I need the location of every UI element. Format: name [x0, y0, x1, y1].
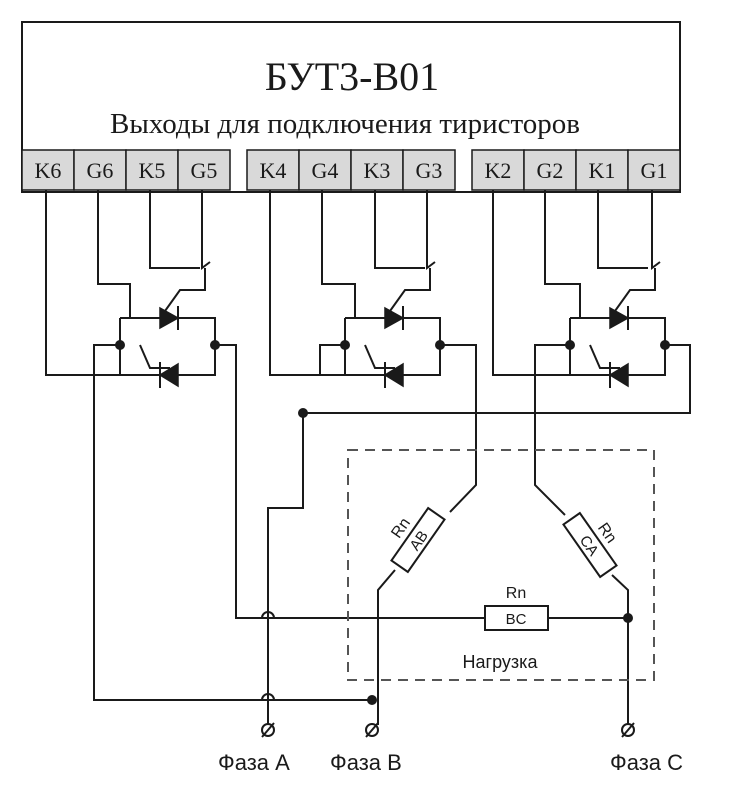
terminal-g1	[627, 149, 681, 191]
thyristor-4-icon	[383, 362, 404, 388]
junction-dots	[115, 340, 670, 705]
terminal-label-k2: K2	[485, 158, 512, 183]
unit-title: БУТ3-В01	[265, 54, 439, 99]
terminal-label-g5: G5	[191, 158, 218, 183]
resistor-ca: CA Rn	[562, 511, 620, 579]
terminal-k6	[21, 149, 75, 191]
terminal-k1	[575, 149, 629, 191]
resistor-ab: AB Rn	[388, 506, 446, 574]
thyristor-6-icon	[608, 362, 629, 388]
thyristor-5-icon	[609, 306, 630, 330]
phase-a-label: Фаза А	[218, 750, 290, 775]
terminal-label-k3: K3	[364, 158, 391, 183]
resistor-bc-name: Rn	[506, 585, 526, 602]
terminal-k2	[471, 149, 525, 191]
terminal-g5	[177, 149, 231, 191]
terminal-label-k4: K4	[260, 158, 287, 183]
terminal-label-k5: K5	[139, 158, 166, 183]
thyristor-2-icon	[158, 362, 179, 388]
terminal-k3	[350, 149, 404, 191]
terminal-label-k1: K1	[589, 158, 616, 183]
terminal-k4	[246, 149, 300, 191]
unit-subtitle: Выходы для подключения тиристоров	[110, 108, 580, 140]
terminal-strip: K6 G6 K5 G5 K4 G4 K3 G3 K2 G2 K1 G1	[21, 149, 681, 191]
terminal-label-g1: G1	[641, 158, 668, 183]
terminal-g4	[298, 149, 352, 191]
phase-c-label: Фаза С	[610, 750, 683, 775]
wiring	[45, 190, 691, 725]
phase-terminals: Фаза А Фаза В Фаза С	[218, 722, 683, 775]
terminal-g3	[402, 149, 456, 191]
load-boundary	[347, 449, 655, 681]
terminal-label-g6: G6	[87, 158, 114, 183]
terminal-g6	[73, 149, 127, 191]
terminal-label-k6: K6	[35, 158, 62, 183]
phase-b-label: Фаза В	[330, 750, 402, 775]
resistor-bc-sub: BC	[506, 611, 527, 628]
load-label: Нагрузка	[463, 652, 539, 672]
thyristor-1-icon	[159, 306, 180, 330]
terminal-label-g3: G3	[416, 158, 443, 183]
resistor-bc: BC Rn	[484, 585, 549, 631]
terminal-label-g4: G4	[312, 158, 339, 183]
thyristor-3-icon	[384, 306, 405, 330]
terminal-label-g2: G2	[537, 158, 564, 183]
thyristor-pairs	[158, 306, 630, 388]
